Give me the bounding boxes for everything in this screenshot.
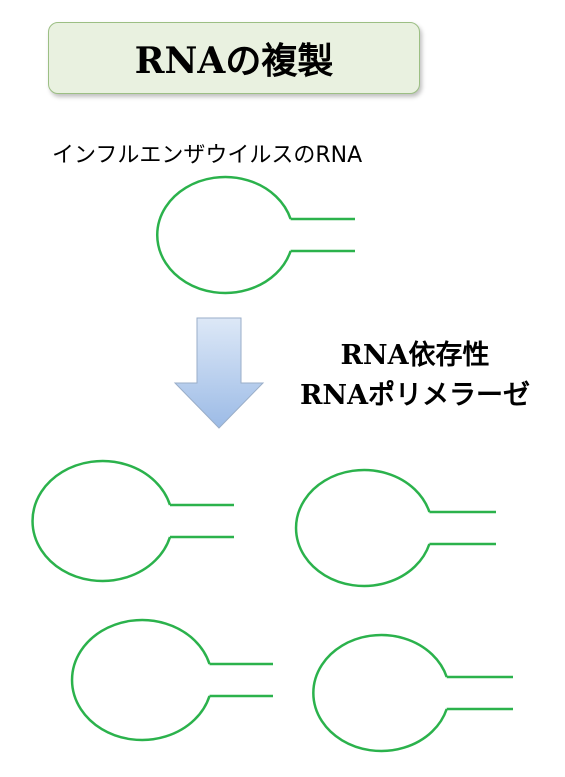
original-rna-shape [156, 175, 355, 295]
enzyme-label-line2: RNAポリメラーゼ [299, 380, 531, 411]
enzyme-label-line1: RNA依存性 [340, 340, 490, 371]
replicated-rna-shape-1 [31, 459, 234, 583]
enzyme-label: RNA依存性 RNAポリメラーゼ [285, 336, 545, 416]
replicated-rna-shape-2 [294, 468, 496, 588]
title-box: RNAの複製 [48, 22, 420, 94]
virus-rna-label: インフルエンザウイルスのRNA [52, 143, 363, 168]
down-arrow-icon [173, 317, 265, 429]
replicated-rna-shape-3 [70, 618, 273, 742]
page-title: RNAの複製 [134, 40, 334, 82]
replicated-rna-shape-4 [312, 633, 513, 753]
